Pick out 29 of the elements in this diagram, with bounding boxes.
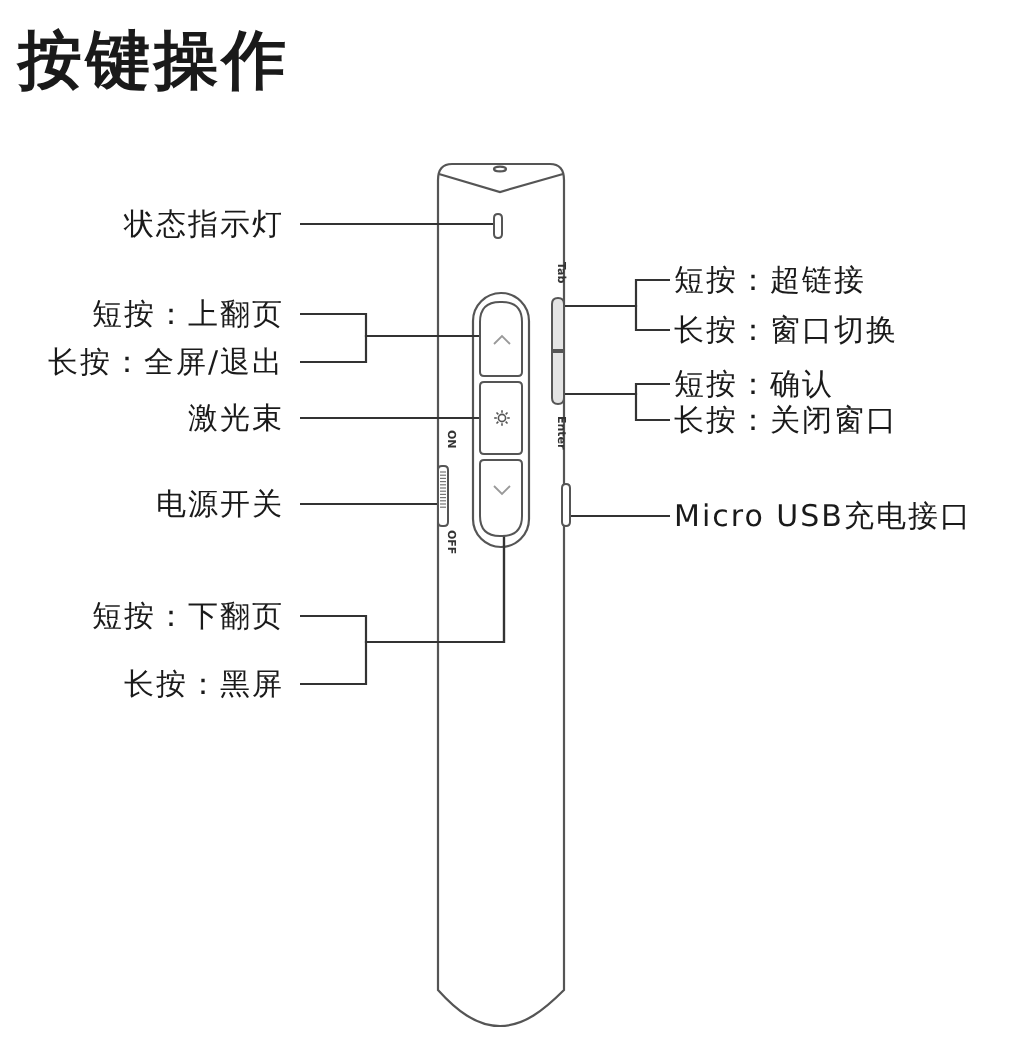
leader-line	[564, 304, 670, 332]
slide-switch	[437, 465, 449, 527]
leader-line	[300, 536, 506, 686]
leader-line	[570, 514, 670, 518]
usb-port	[561, 483, 571, 527]
callout-text: 激光束	[188, 400, 300, 436]
leader-line	[300, 334, 480, 364]
callout-text: 长按：关闭窗口	[670, 402, 898, 438]
up-key	[479, 301, 523, 377]
callout-text: 长按：全屏/退出	[47, 344, 300, 380]
callout-text: 短按：上翻页	[92, 296, 300, 332]
callout-text: 短按：下翻页	[92, 598, 300, 634]
leader-line	[300, 222, 494, 226]
laser-key	[479, 381, 523, 455]
down-key	[479, 459, 523, 537]
callout-text: 长按：窗口切换	[670, 312, 898, 348]
leader-line	[564, 392, 670, 422]
callout-text: 短按：确认	[670, 366, 834, 402]
callout-text: 短按：超链接	[670, 262, 866, 298]
rocker-key-bottom	[551, 351, 565, 405]
page-title: 按键操作	[18, 24, 290, 96]
indicator-light	[493, 213, 503, 239]
callout-text: Micro USB充电接口	[670, 498, 972, 534]
rocker-key-top	[551, 297, 565, 351]
callout-text: 电源开关	[156, 486, 300, 522]
callout-text: 状态指示灯	[124, 206, 300, 242]
leader-line	[300, 416, 480, 420]
callout-text: 长按：黑屏	[124, 666, 300, 702]
leader-line	[300, 502, 438, 506]
